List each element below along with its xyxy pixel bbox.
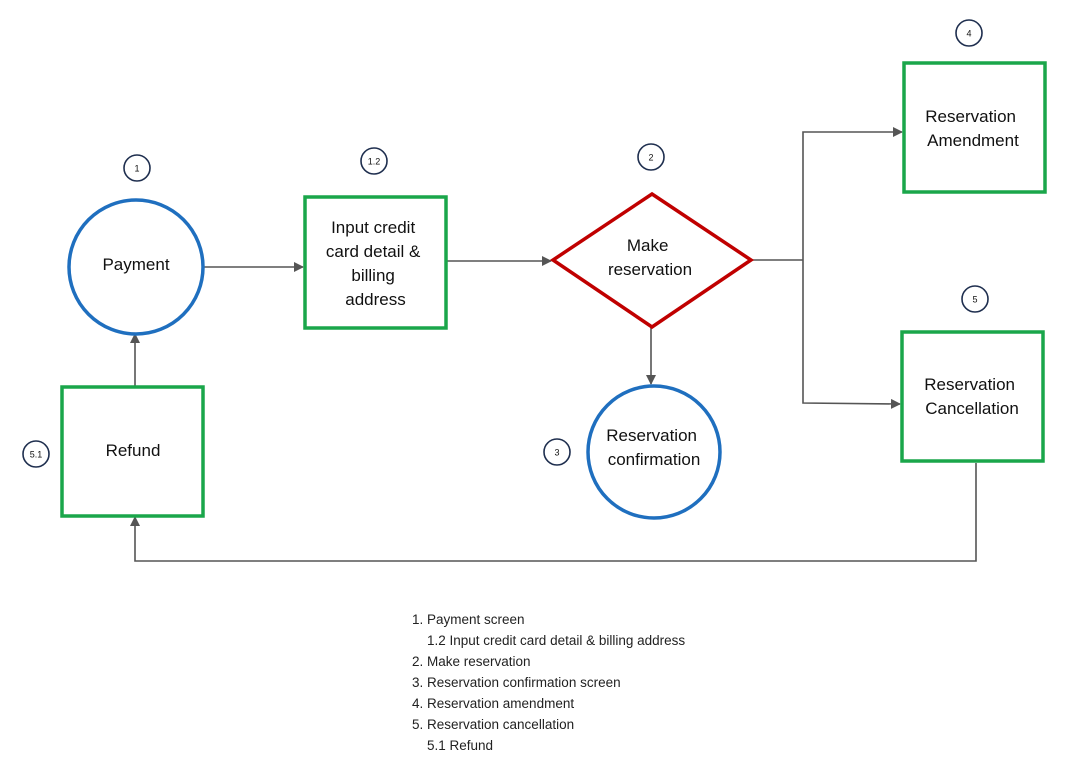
input-credit-card-label: Input credit card detail & billing addre… (326, 218, 425, 309)
badge-payment: 1 (123, 154, 151, 182)
connectors (130, 127, 977, 562)
node-reservation-cancellation: Reservation Cancellation (900, 330, 1045, 463)
reservation-confirmation-label: Reservation confirmation (606, 426, 701, 469)
confirmation-label-line-1: Reservation (606, 426, 697, 445)
node-reservation-amendment: Reservation Amendment (902, 61, 1047, 194)
legend-item-input: 1.2 Input credit card detail & billing a… (427, 633, 686, 648)
reservation-amendment-box (902, 61, 1047, 194)
reservation-confirmation-circle (586, 384, 722, 520)
badge-confirmation: 3 (543, 438, 571, 466)
input-credit-card-box (303, 195, 448, 330)
badge-refund-text: 5.1 (30, 450, 43, 460)
legend-item-amendment: 4. Reservation amendment (412, 696, 575, 711)
reservation-cancellation-label: Reservation Cancellation (924, 375, 1019, 418)
payment-label: Payment (102, 255, 169, 274)
badge-make: 2 (637, 143, 665, 171)
reservation-cancellation-box (900, 330, 1045, 463)
amendment-label-line-1: Reservation (925, 107, 1016, 126)
legend-item-cancellation: 5. Reservation cancellation (412, 717, 575, 732)
cancellation-label-line-1: Reservation (924, 375, 1015, 394)
input-label-line-2: card detail & (326, 242, 421, 261)
legend-item-confirmation: 3. Reservation confirmation screen (412, 675, 621, 690)
refund-label: Refund (106, 441, 161, 460)
connector-cancellation-to-refund (130, 463, 977, 562)
badge-input: 1.2 (360, 147, 388, 175)
legend-list: 1. Payment screen 1.2 Input credit card … (412, 609, 685, 756)
connector-branch-to-cancellation (802, 260, 901, 409)
badge-make-text: 2 (648, 153, 653, 163)
refund-box (60, 385, 205, 518)
refund-label-line: Refund (106, 441, 161, 460)
legend-item-payment: 1. Payment screen (412, 612, 525, 627)
legend-item-make: 2. Make reservation (412, 654, 531, 669)
input-label-line-4: address (345, 290, 405, 309)
node-reservation-confirmation: Reservation confirmation (586, 384, 722, 520)
connector-branch-to-amendment (802, 127, 903, 260)
badge-confirmation-text: 3 (554, 448, 559, 458)
payment-circle (67, 198, 205, 336)
badge-payment-text: 1 (134, 164, 139, 174)
node-refund: Refund (60, 385, 205, 518)
payment-label-line: Payment (102, 255, 169, 274)
confirmation-label-line-2: confirmation (608, 450, 701, 469)
badge-cancellation: 5 (961, 285, 989, 313)
node-payment: Payment (67, 198, 205, 336)
badge-cancellation-text: 5 (972, 295, 977, 305)
amendment-label-line-2: Amendment (927, 131, 1019, 150)
badge-refund: 5.1 (22, 440, 50, 468)
badge-amendment: 4 (955, 19, 983, 47)
make-reservation-diamond (549, 191, 755, 330)
node-input-credit-card: Input credit card detail & billing addre… (303, 195, 448, 330)
make-label-line-1: Make (627, 236, 669, 255)
badge-amendment-text: 4 (966, 29, 971, 39)
input-label-line-3: billing (351, 266, 394, 285)
input-label-line-1: Input credit (331, 218, 415, 237)
make-reservation-label: Make reservation (608, 236, 692, 279)
cancellation-label-line-2: Cancellation (925, 399, 1019, 418)
badge-input-text: 1.2 (368, 157, 381, 167)
make-label-line-2: reservation (608, 260, 692, 279)
reservation-amendment-label: Reservation Amendment (925, 107, 1020, 150)
badges: 1 1.2 2 3 4 5 (22, 19, 989, 468)
legend-item-refund: 5.1 Refund (427, 738, 494, 753)
node-make-reservation: Make reservation (549, 191, 755, 330)
